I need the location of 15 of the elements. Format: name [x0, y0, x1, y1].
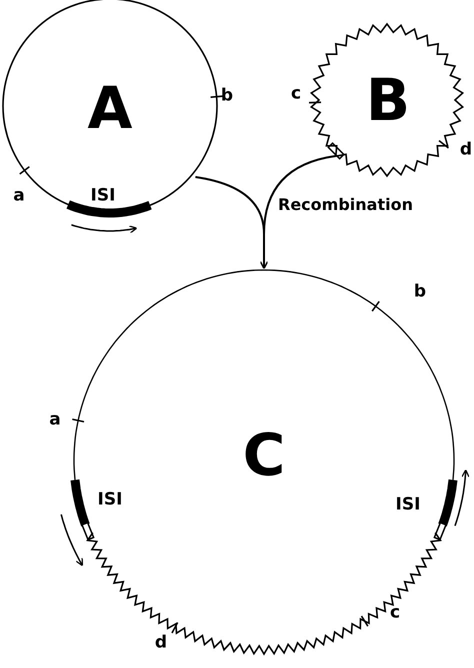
- marker-label: b: [414, 284, 426, 300]
- plasmid-letter: B: [366, 71, 410, 129]
- marker-label: ISI: [396, 496, 420, 514]
- plasmid-letter: A: [88, 79, 132, 137]
- arrow: [260, 155, 336, 270]
- marker-label: d: [460, 142, 472, 158]
- marker-label: ISI: [90, 188, 116, 204]
- plasmid-letter: C: [242, 426, 286, 484]
- marker-label: a: [49, 412, 61, 428]
- marker-label: c: [290, 86, 302, 102]
- marker-label: d: [154, 634, 168, 652]
- marker-label: c: [390, 604, 400, 622]
- marker-label: ISI: [98, 492, 122, 508]
- marker-label: a: [13, 188, 25, 204]
- marker-label: b: [220, 88, 234, 104]
